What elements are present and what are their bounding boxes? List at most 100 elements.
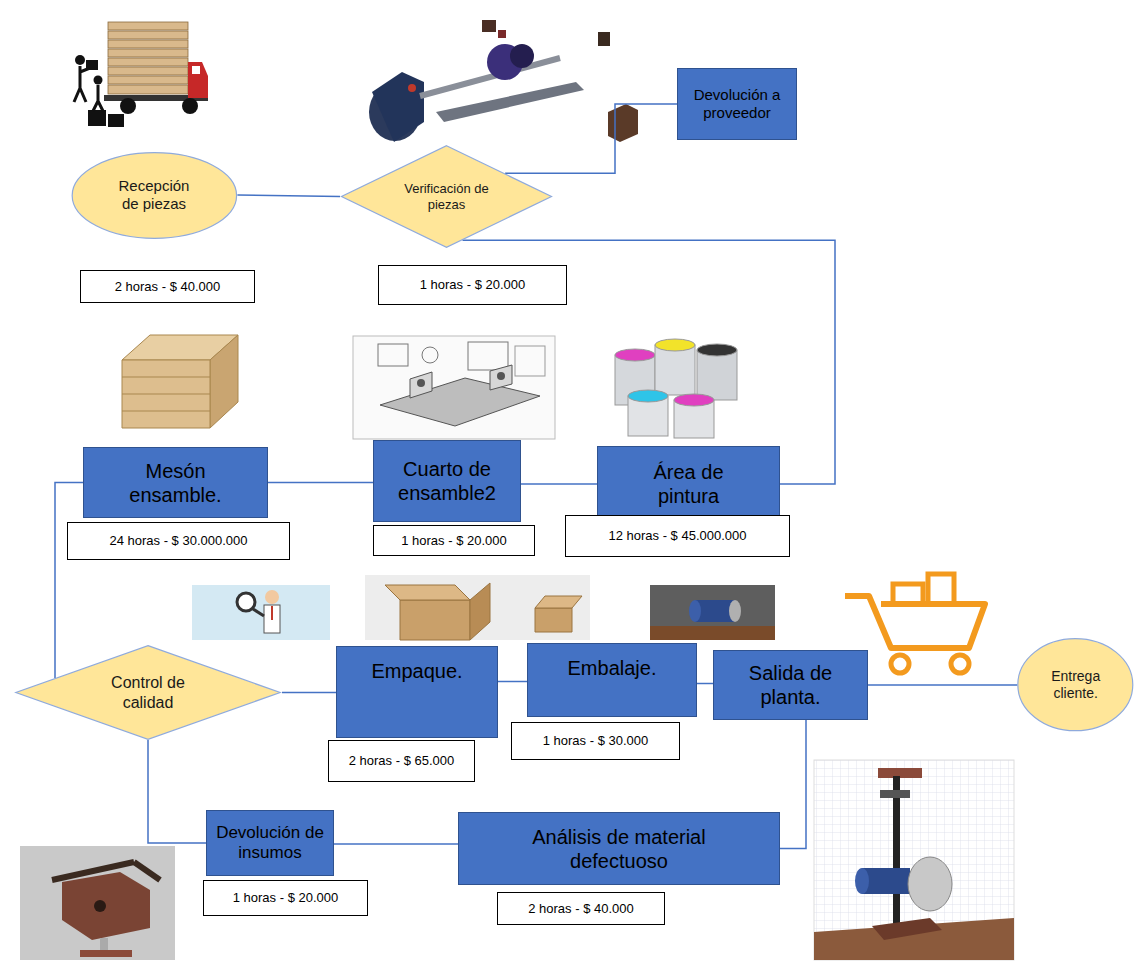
paint-cans-picture — [655, 339, 695, 351]
truck-icon — [74, 66, 90, 102]
machine-model-picture — [855, 868, 869, 894]
cost-box: 2 horas - $ 40.000 — [497, 892, 665, 925]
node-label: Control de calidad — [98, 673, 198, 711]
truck-icon — [108, 31, 188, 39]
flow-connector — [868, 684, 1017, 686]
machine-model-picture — [814, 760, 1014, 960]
technical-drawing-picture — [378, 344, 408, 366]
technical-drawing-picture — [468, 342, 508, 370]
shopping-cart-icon — [928, 574, 954, 604]
cost-box: 1 horas - $ 20.000 — [203, 880, 368, 916]
node-label: 2 horas - $ 40.000 — [115, 279, 221, 295]
inspector-picture — [237, 593, 255, 611]
technical-drawing-picture — [417, 379, 425, 387]
ellipse-shape — [72, 152, 236, 238]
node-label: 1 horas - $ 20.000 — [401, 533, 507, 549]
node-label: Embalaje. — [568, 656, 657, 680]
truck-icon — [108, 114, 124, 127]
flow-connector — [55, 483, 83, 679]
truck-icon — [182, 98, 198, 114]
boxes-picture — [385, 585, 470, 600]
inspector-picture — [192, 585, 330, 640]
flow-connector — [780, 720, 806, 849]
node-label: Análisis de material defectuoso — [514, 825, 724, 873]
engine-parts-picture — [482, 20, 496, 32]
node-label: Verificación de piezas — [404, 181, 489, 212]
engine-parts-picture — [510, 44, 534, 68]
diamond-outline — [14, 645, 282, 740]
birdhouse-model-picture — [52, 862, 134, 880]
terminal-ellipse: Recepción de piezas — [71, 152, 238, 239]
boxes-picture — [470, 583, 490, 640]
paint-cans-picture — [697, 350, 737, 400]
cylinder-picture — [650, 585, 775, 640]
engine-parts-picture — [369, 20, 638, 142]
truck-icon — [108, 40, 188, 48]
truck-icon — [108, 22, 188, 30]
truck-icon — [108, 85, 188, 94]
inspector-picture — [265, 590, 279, 604]
flow-connector — [697, 683, 713, 685]
node-label: 1 horas - $ 20.000 — [420, 277, 526, 293]
truck-icon — [74, 22, 208, 127]
machine-model-picture — [814, 918, 1014, 960]
machine-model-picture — [872, 918, 942, 940]
crate-picture — [122, 360, 210, 428]
paint-cans-picture — [628, 390, 668, 402]
cost-box: 24 horas - $ 30.000.000 — [67, 522, 290, 560]
node-label: 24 horas - $ 30.000.000 — [109, 533, 247, 549]
flow-connector — [237, 195, 340, 197]
engine-parts-picture — [372, 72, 424, 142]
boxes-picture — [365, 575, 590, 640]
cylinder-picture — [650, 585, 775, 640]
boxes-picture — [535, 596, 582, 608]
cost-box: 1 horas - $ 30.000 — [511, 722, 680, 760]
engine-parts-picture — [598, 32, 610, 46]
boxes-picture — [400, 600, 470, 640]
engine-parts-picture — [498, 30, 506, 38]
technical-drawing-picture — [353, 336, 555, 439]
cost-box: 12 horas - $ 45.000.000 — [565, 515, 790, 557]
truck-icon — [108, 49, 188, 57]
machine-model-picture — [880, 790, 910, 798]
inspector-picture — [192, 585, 330, 640]
flow-connector — [498, 681, 527, 683]
node-label: Empaque. — [371, 659, 462, 683]
paint-cans-picture — [615, 339, 737, 438]
cost-box: 2 horas - $ 65.000 — [328, 740, 475, 782]
truck-icon — [94, 76, 103, 85]
paint-cans-picture — [655, 345, 695, 395]
birdhouse-model-picture — [134, 862, 160, 880]
process-box: Análisis de material defectuoso — [458, 812, 780, 885]
birdhouse-model-picture — [20, 846, 175, 960]
truck-icon — [188, 62, 208, 98]
node-label: Salida de planta. — [736, 661, 846, 709]
flow-connector — [282, 692, 336, 694]
machine-model-picture — [814, 760, 1014, 960]
process-box: Embalaje. — [527, 643, 697, 717]
crate-picture — [122, 335, 238, 428]
truck-icon — [108, 58, 188, 66]
crate-picture — [122, 377, 210, 378]
flow-connector — [521, 483, 597, 485]
flow-connector — [268, 482, 373, 484]
inspector-picture — [264, 605, 280, 633]
birdhouse-model-picture — [80, 950, 132, 957]
truck-icon — [75, 55, 85, 65]
inspector-picture — [253, 609, 264, 616]
process-box: Cuarto de ensamble2 — [373, 440, 521, 522]
truck-icon — [108, 67, 188, 75]
truck-icon — [192, 66, 200, 74]
process-box: Empaque. — [336, 646, 498, 738]
process-box: Devolución a proveedor — [677, 68, 797, 140]
crate-picture — [210, 335, 238, 428]
technical-drawing-picture — [515, 346, 545, 376]
machine-model-picture — [908, 857, 952, 911]
cost-box: 1 horas - $ 20.000 — [373, 525, 535, 556]
engine-parts-picture — [408, 84, 416, 92]
process-box: Mesón ensamble. — [83, 447, 268, 518]
flow-connector — [505, 104, 677, 173]
technical-drawing-picture — [497, 372, 505, 380]
process-box: Salida de planta. — [713, 650, 868, 720]
shopping-cart-icon — [893, 584, 923, 604]
